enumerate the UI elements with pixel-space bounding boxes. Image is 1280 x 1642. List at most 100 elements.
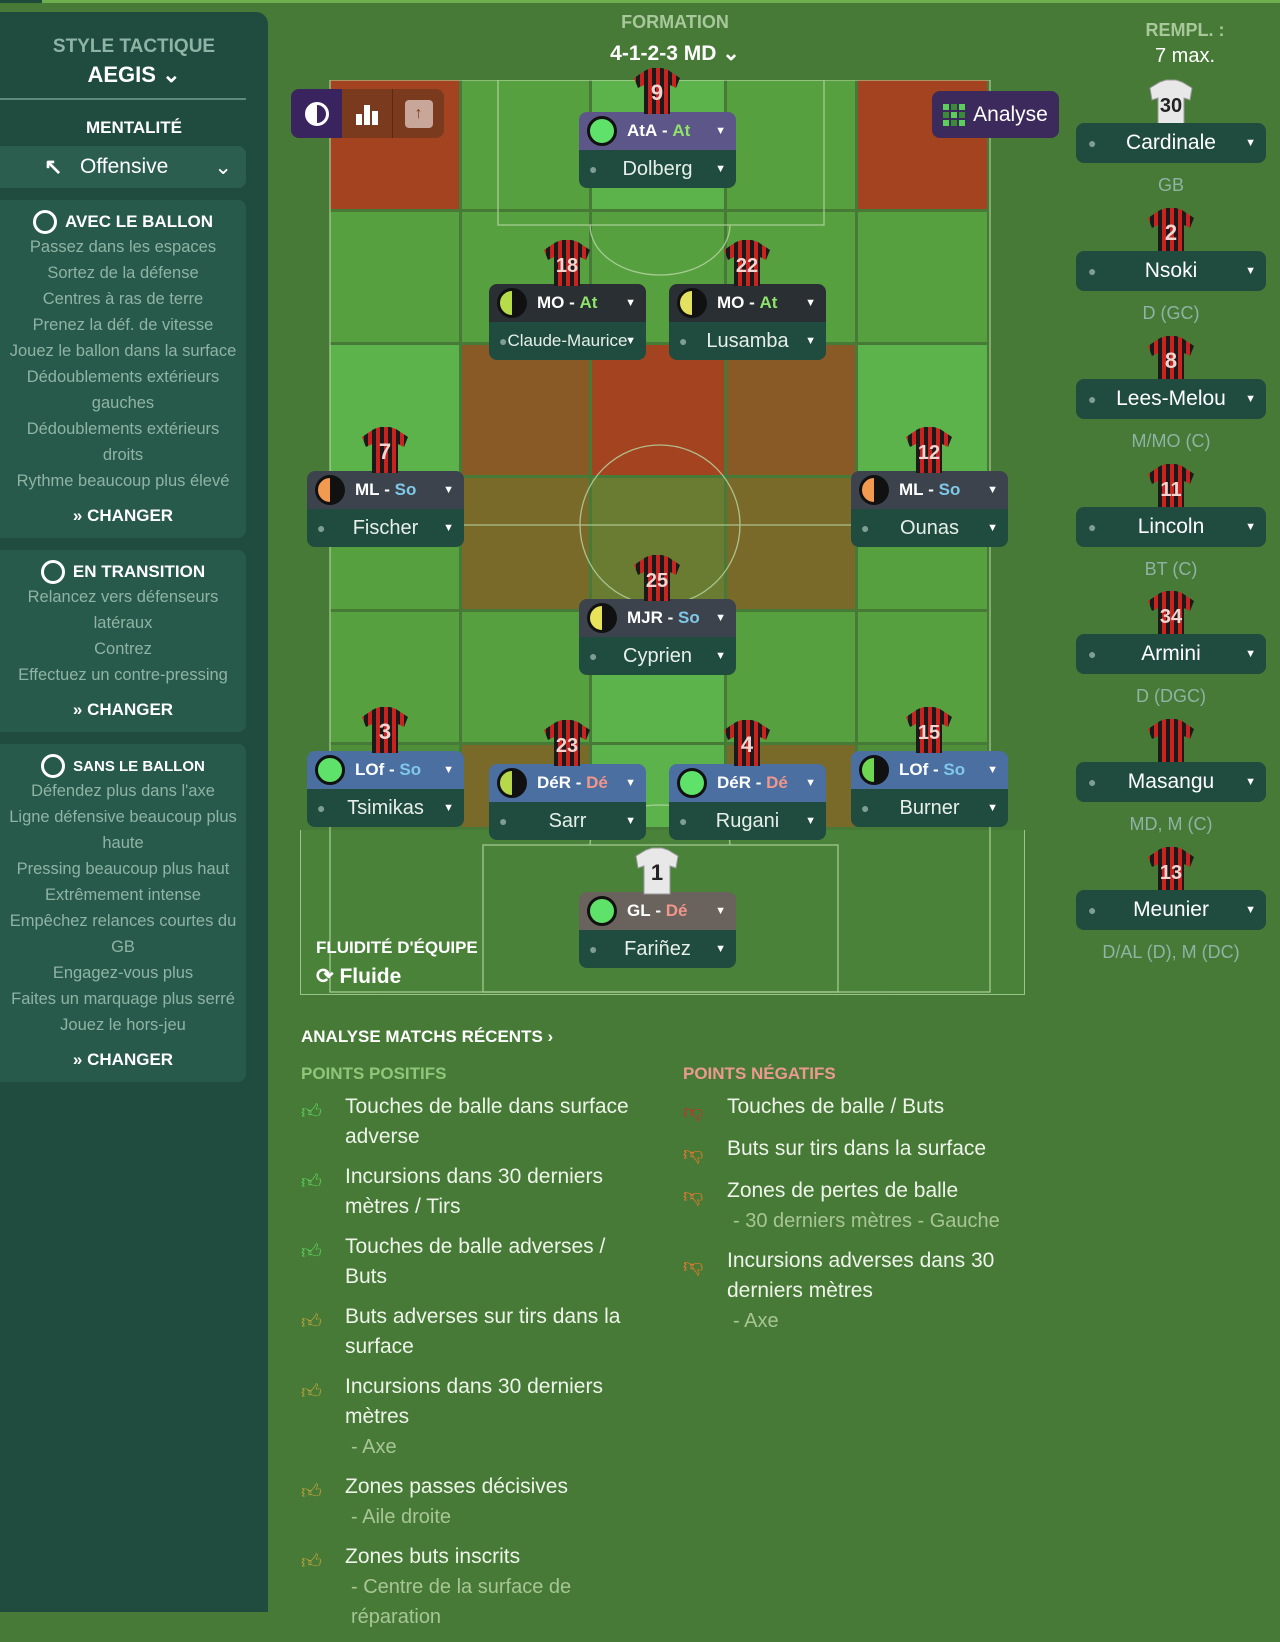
person-icon: ●	[1088, 646, 1097, 662]
dropdown-arrow-icon[interactable]: ▼	[443, 802, 454, 814]
player-selector[interactable]: ●Cyprien▼	[579, 637, 736, 675]
player-card[interactable]: LOf - So▼ ●Burner▼	[851, 751, 1008, 827]
player-selector[interactable]: ●Dolberg▼	[579, 150, 736, 188]
analysis-text: Zones de pertes de balle	[727, 1179, 959, 1202]
dropdown-arrow-icon[interactable]: ▼	[443, 484, 454, 496]
role-selector[interactable]: LOf - So▼	[851, 751, 1008, 789]
dropdown-arrow-icon[interactable]: ▼	[1245, 521, 1256, 533]
substitute-selector[interactable]: ●Lees-Melou▼	[1076, 379, 1266, 419]
instruction-item: Dédoublements extérieurs droits	[26, 420, 220, 464]
player-selector[interactable]: ●Tsimikas▼	[307, 789, 464, 827]
player-card[interactable]: MJR - So▼ ●Cyprien▼	[579, 599, 736, 675]
role-selector[interactable]: AtA - At▼	[579, 112, 736, 150]
player-card[interactable]: ML - So▼ ●Fischer▼	[307, 471, 464, 547]
substitute-item[interactable]: ●Cardinale▼GB	[1076, 123, 1266, 196]
dropdown-arrow-icon[interactable]: ▼	[987, 802, 998, 814]
dropdown-arrow-icon[interactable]: ▼	[443, 522, 454, 534]
dropdown-arrow-icon[interactable]: ▼	[805, 815, 816, 827]
substitute-selector[interactable]: ●Lincoln▼	[1076, 507, 1266, 547]
instruction-item: Engagez-vous plus	[52, 964, 194, 982]
dropdown-arrow-icon[interactable]: ▼	[625, 815, 636, 827]
role-selector[interactable]: ML - So▼	[307, 471, 464, 509]
shirt-icon: 22	[724, 240, 770, 286]
player-card[interactable]: DéR - Dé▼ ●Sarr▼	[489, 764, 646, 840]
dropdown-arrow-icon[interactable]: ▼	[1245, 776, 1256, 788]
contrast-toggle-button[interactable]	[291, 89, 342, 138]
tactic-style-dropdown[interactable]: AEGIS ⌄	[0, 62, 268, 88]
role-selector[interactable]: DéR - Dé▼	[489, 764, 646, 802]
svg-text:8: 8	[1165, 348, 1177, 373]
dropdown-arrow-icon[interactable]: ▼	[987, 522, 998, 534]
substitute-item[interactable]: ●Meunier▼D/AL (D), M (DC)	[1076, 890, 1266, 963]
role-selector[interactable]: MO - At▼	[489, 284, 646, 322]
dropdown-arrow-icon[interactable]: ▼	[715, 612, 726, 624]
player-selector[interactable]: ●Claude-Maurice▼	[489, 322, 646, 360]
formation-selector[interactable]: FORMATION 4-1-2-3 MD ⌄	[560, 12, 790, 66]
change-button[interactable]: » CHANGER	[6, 506, 240, 526]
role-selector[interactable]: ML - So▼	[851, 471, 1008, 509]
player-selector[interactable]: ●Burner▼	[851, 789, 1008, 827]
player-card[interactable]: LOf - So▼ ●Tsimikas▼	[307, 751, 464, 827]
change-button[interactable]: » CHANGER	[6, 700, 240, 720]
player-selector[interactable]: ●Fischer▼	[307, 509, 464, 547]
recent-analysis-link[interactable]: ANALYSE MATCHS RÉCENTS ›	[301, 1027, 553, 1047]
player-card[interactable]: GL - Dé▼ ●Fariñez▼	[579, 892, 736, 968]
dropdown-arrow-icon[interactable]: ▼	[715, 163, 726, 175]
instruction-item: Pressing beaucoup plus haut	[16, 860, 230, 878]
dropdown-arrow-icon[interactable]: ▼	[715, 943, 726, 955]
substitute-selector[interactable]: ●Masangu▼	[1076, 762, 1266, 802]
substitute-name: Masangu	[1127, 770, 1215, 793]
shirt-icon: 7	[362, 427, 408, 473]
role-selector[interactable]: LOf - So▼	[307, 751, 464, 789]
player-card[interactable]: AtA - At▼ ●Dolberg▼	[579, 112, 736, 188]
dropdown-arrow-icon[interactable]: ▼	[987, 764, 998, 776]
analyse-button[interactable]: Analyse	[932, 91, 1059, 138]
role-name: GL	[627, 901, 651, 920]
substitute-item[interactable]: ●Masangu▼MD, M (C)	[1076, 762, 1266, 835]
instructions-button[interactable]: ↑	[393, 89, 444, 138]
analysis-text: Incursions dans 30 derniers mètres / Tir…	[345, 1165, 603, 1218]
change-button[interactable]: » CHANGER	[6, 1050, 240, 1070]
dropdown-arrow-icon[interactable]: ▼	[1245, 265, 1256, 277]
dropdown-arrow-icon[interactable]: ▼	[715, 650, 726, 662]
dropdown-arrow-icon[interactable]: ▼	[805, 297, 816, 309]
role-selector[interactable]: DéR - Dé▼	[669, 764, 826, 802]
player-selector[interactable]: ●Sarr▼	[489, 802, 646, 840]
dropdown-arrow-icon[interactable]: ▼	[1245, 137, 1256, 149]
stats-button[interactable]	[342, 89, 393, 138]
dropdown-arrow-icon[interactable]: ▼	[625, 777, 636, 789]
dropdown-arrow-icon[interactable]: ▼	[443, 764, 454, 776]
role-selector[interactable]: MO - At▼	[669, 284, 826, 322]
dropdown-arrow-icon[interactable]: ▼	[805, 335, 816, 347]
dropdown-arrow-icon[interactable]: ▼	[1245, 904, 1256, 916]
dropdown-arrow-icon[interactable]: ▼	[805, 777, 816, 789]
player-card[interactable]: ML - So▼ ●Ounas▼	[851, 471, 1008, 547]
dropdown-arrow-icon[interactable]: ▼	[625, 297, 636, 309]
substitute-selector[interactable]: ●Armini▼	[1076, 634, 1266, 674]
substitute-item[interactable]: ●Lees-Melou▼M/MO (C)	[1076, 379, 1266, 452]
player-selector[interactable]: ●Lusamba▼	[669, 322, 826, 360]
dropdown-arrow-icon[interactable]: ▼	[715, 905, 726, 917]
substitute-selector[interactable]: ●Cardinale▼	[1076, 123, 1266, 163]
dropdown-arrow-icon[interactable]: ▼	[625, 335, 636, 347]
player-selector[interactable]: ●Fariñez▼	[579, 930, 736, 968]
role-selector[interactable]: MJR - So▼	[579, 599, 736, 637]
double-chevron-icon: »	[72, 1050, 83, 1069]
dropdown-arrow-icon[interactable]: ▼	[1245, 648, 1256, 660]
dropdown-arrow-icon[interactable]: ▼	[715, 125, 726, 137]
substitute-selector[interactable]: ●Meunier▼	[1076, 890, 1266, 930]
substitute-item[interactable]: ●Armini▼D (DGC)	[1076, 634, 1266, 707]
dropdown-arrow-icon[interactable]: ▼	[987, 484, 998, 496]
player-card[interactable]: DéR - Dé▼ ●Rugani▼	[669, 764, 826, 840]
mentality-dropdown[interactable]: ↖ Offensive ⌄	[0, 146, 246, 188]
player-card[interactable]: MO - At▼ ●Claude-Maurice▼	[489, 284, 646, 360]
substitute-selector[interactable]: ●Nsoki▼	[1076, 251, 1266, 291]
dropdown-arrow-icon[interactable]: ▼	[1245, 393, 1256, 405]
player-selector[interactable]: ●Rugani▼	[669, 802, 826, 840]
substitute-item[interactable]: ●Nsoki▼D (GC)	[1076, 251, 1266, 324]
substitute-item[interactable]: ●Lincoln▼BT (C)	[1076, 507, 1266, 580]
role-selector[interactable]: GL - Dé▼	[579, 892, 736, 930]
player-card[interactable]: MO - At▼ ●Lusamba▼	[669, 284, 826, 360]
player-selector[interactable]: ●Ounas▼	[851, 509, 1008, 547]
thumbs-up-icon: 👍︎	[301, 1311, 322, 1333]
